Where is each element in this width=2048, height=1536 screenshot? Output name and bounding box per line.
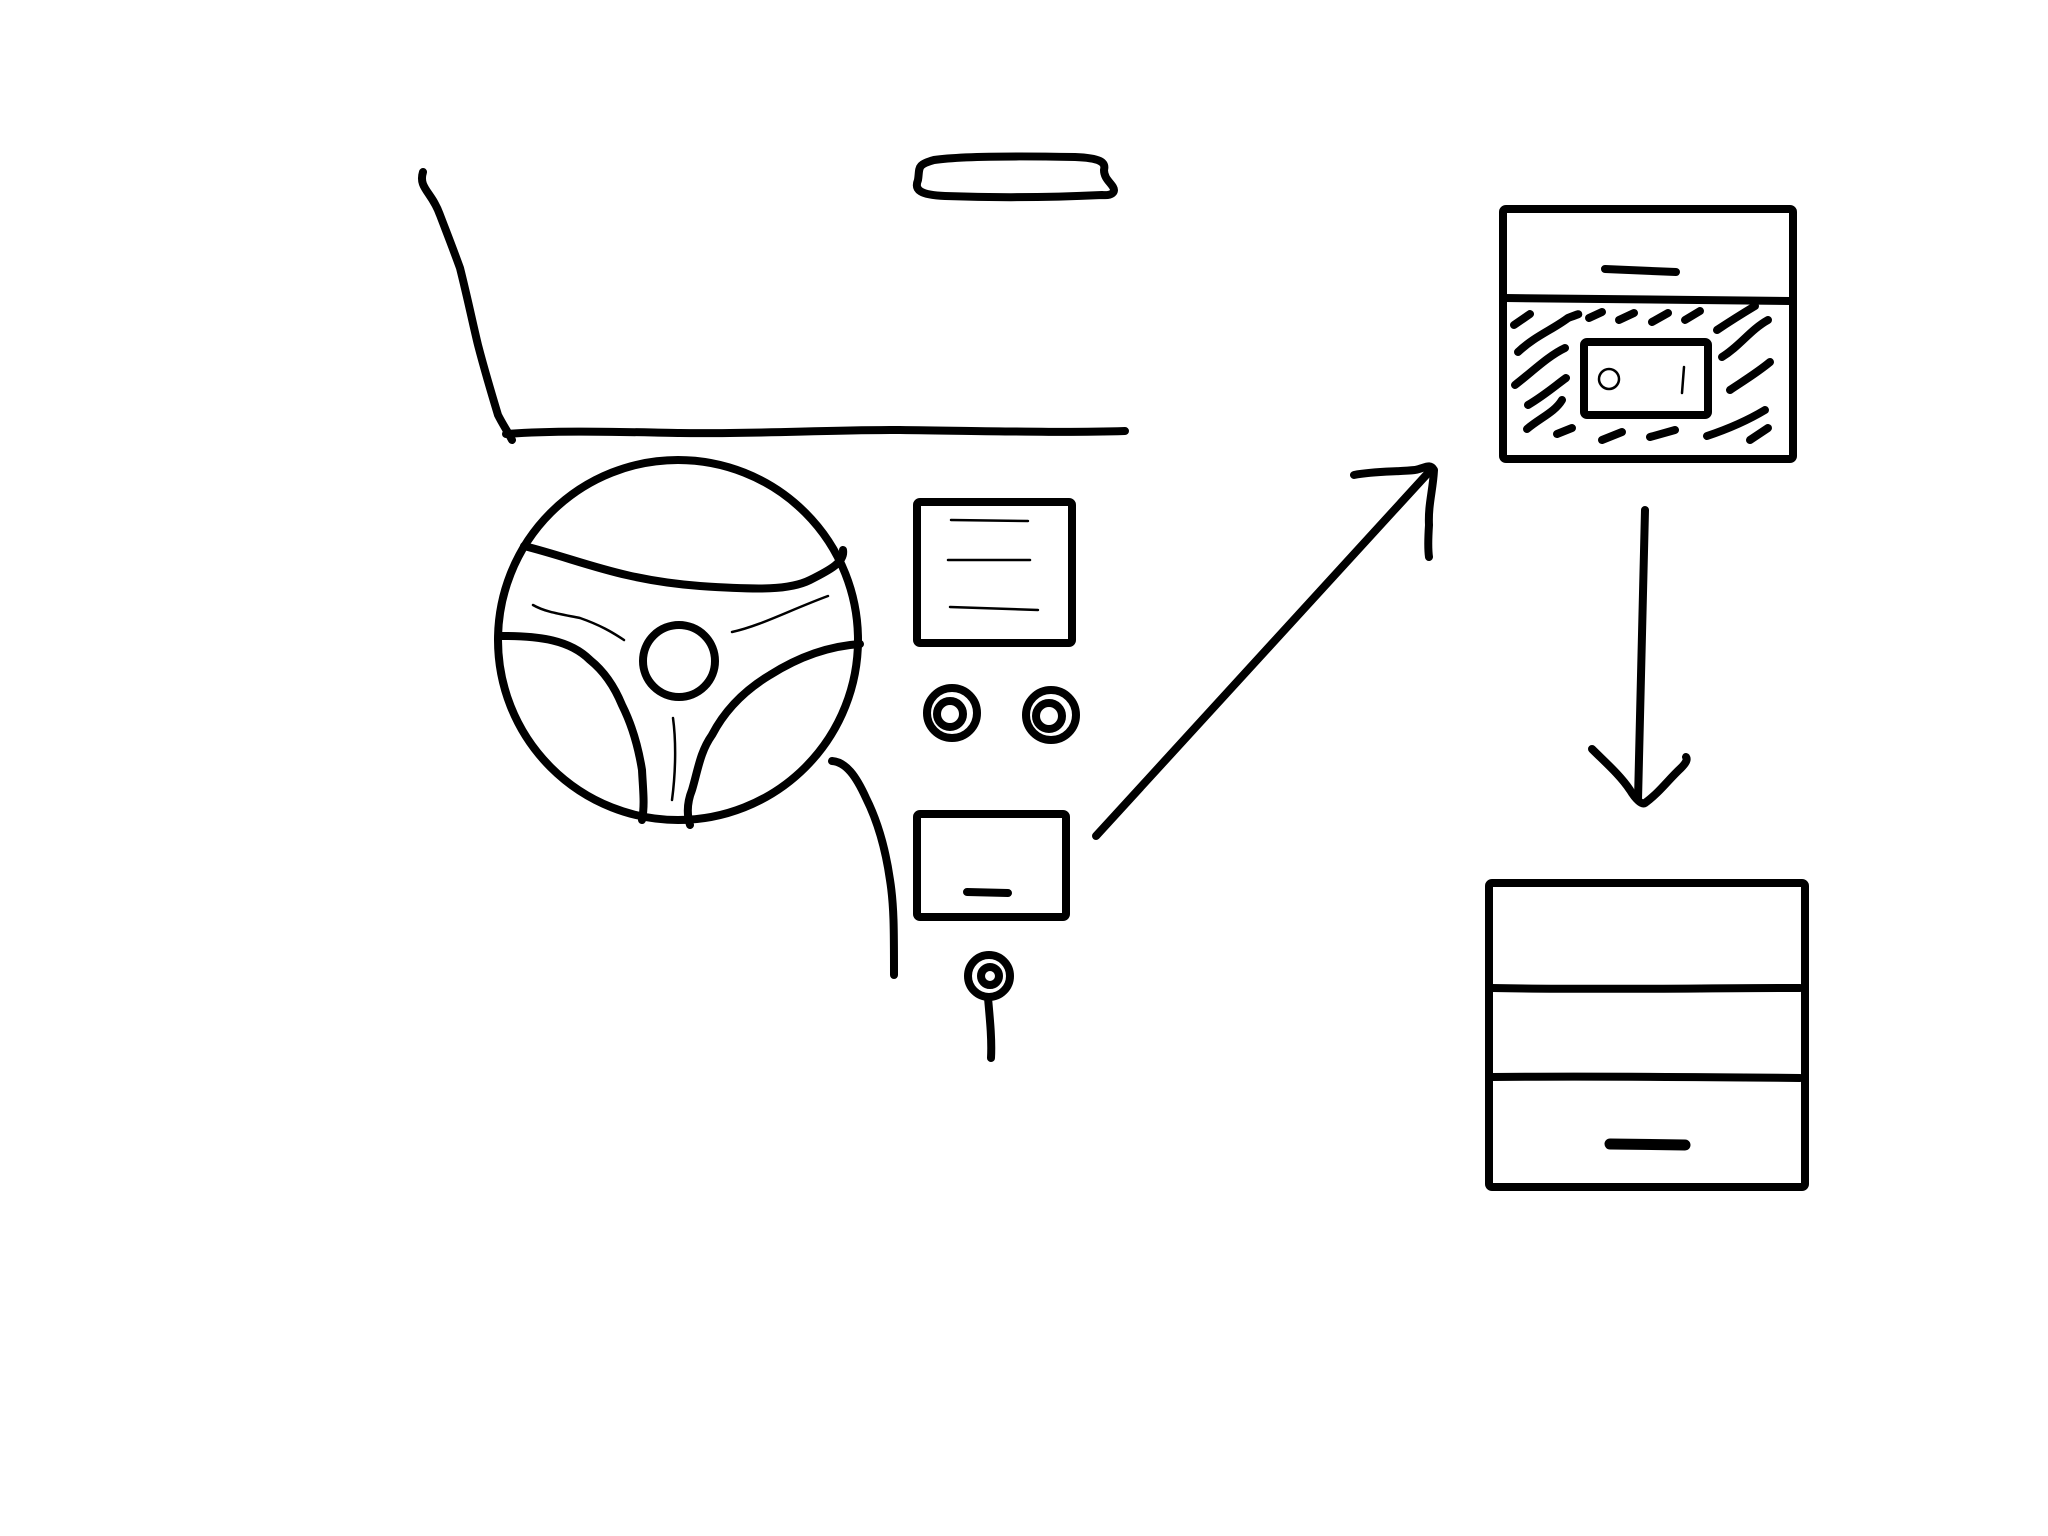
hatch-stroke xyxy=(1511,344,1569,389)
hatch-stroke xyxy=(1718,316,1772,361)
instrument-line-3 xyxy=(948,605,1040,612)
steering-wheel-right-trim xyxy=(730,594,830,634)
control-knob-right xyxy=(1022,686,1080,744)
rearview-mirror xyxy=(912,152,1118,202)
steering-wheel-rim xyxy=(494,456,862,824)
lower-panel-slot xyxy=(963,888,1012,897)
hatch-stroke xyxy=(1746,424,1772,444)
screen-widget-tick xyxy=(1680,365,1686,395)
wireframe-divider-top xyxy=(1488,984,1804,993)
gear-shift-stick xyxy=(984,994,996,1062)
gear-shift-knob xyxy=(964,951,1014,1001)
steering-column-trim xyxy=(670,716,677,802)
wireframe-button-bar xyxy=(1604,1138,1691,1151)
screen-header-divider xyxy=(1501,294,1794,305)
hatch-stroke xyxy=(1524,374,1570,409)
steering-wheel-left-spoke xyxy=(498,632,648,824)
diagonal-arrow-shaft xyxy=(1092,468,1433,840)
dashboard-screen-sketch xyxy=(1499,205,1797,463)
windshield-line xyxy=(417,168,516,444)
hatch-stroke xyxy=(1726,358,1774,394)
control-knob-left-inner xyxy=(933,697,967,731)
hatch-stroke xyxy=(1514,310,1583,356)
down-arrow-shaft xyxy=(1634,506,1649,804)
steering-wheel-upper-arc xyxy=(520,542,848,593)
instrument-display xyxy=(913,498,1076,647)
dashboard-top-line xyxy=(502,426,1129,438)
screen-title-bar xyxy=(1601,265,1680,276)
hatch-stroke xyxy=(1703,406,1769,440)
hatch-stroke xyxy=(1553,424,1576,438)
hatch-stroke xyxy=(1523,396,1566,433)
control-knob-right-inner xyxy=(1032,699,1066,733)
screen-centre-widget xyxy=(1580,338,1712,419)
hatch-stroke xyxy=(1681,307,1704,324)
steering-wheel-right-spoke xyxy=(683,640,864,829)
screen-widget-dot xyxy=(1597,367,1621,391)
hatch-stroke xyxy=(1615,309,1638,324)
screen-hatch xyxy=(1510,302,1774,444)
layout-wireframe-sketch xyxy=(1485,879,1809,1191)
steering-wheel-hub xyxy=(639,621,719,701)
hatch-stroke xyxy=(1713,302,1759,334)
hatch-stroke xyxy=(1646,426,1679,441)
wireframe-frame xyxy=(1485,879,1809,1191)
diagonal-arrow-head xyxy=(1350,462,1438,561)
hatch-stroke xyxy=(1585,308,1606,322)
wireframe-divider-bottom xyxy=(1488,1072,1804,1082)
screen-frame xyxy=(1499,205,1797,463)
steering-wheel-left-trim xyxy=(531,603,626,642)
car-dashboard-sketch xyxy=(417,152,1129,1062)
gear-shift-knob-inner xyxy=(977,963,1003,989)
lower-control-panel xyxy=(913,810,1070,921)
hatch-stroke xyxy=(1510,310,1534,329)
down-arrow-head xyxy=(1588,745,1691,808)
instrument-line-1 xyxy=(949,518,1030,523)
steering-column xyxy=(828,757,898,979)
sketch-arrow-to-screen xyxy=(1092,462,1438,840)
hatch-stroke xyxy=(1648,309,1672,326)
sketch-arrow-down xyxy=(1588,506,1691,808)
control-knob-left xyxy=(923,684,981,742)
hatch-stroke xyxy=(1598,428,1626,444)
